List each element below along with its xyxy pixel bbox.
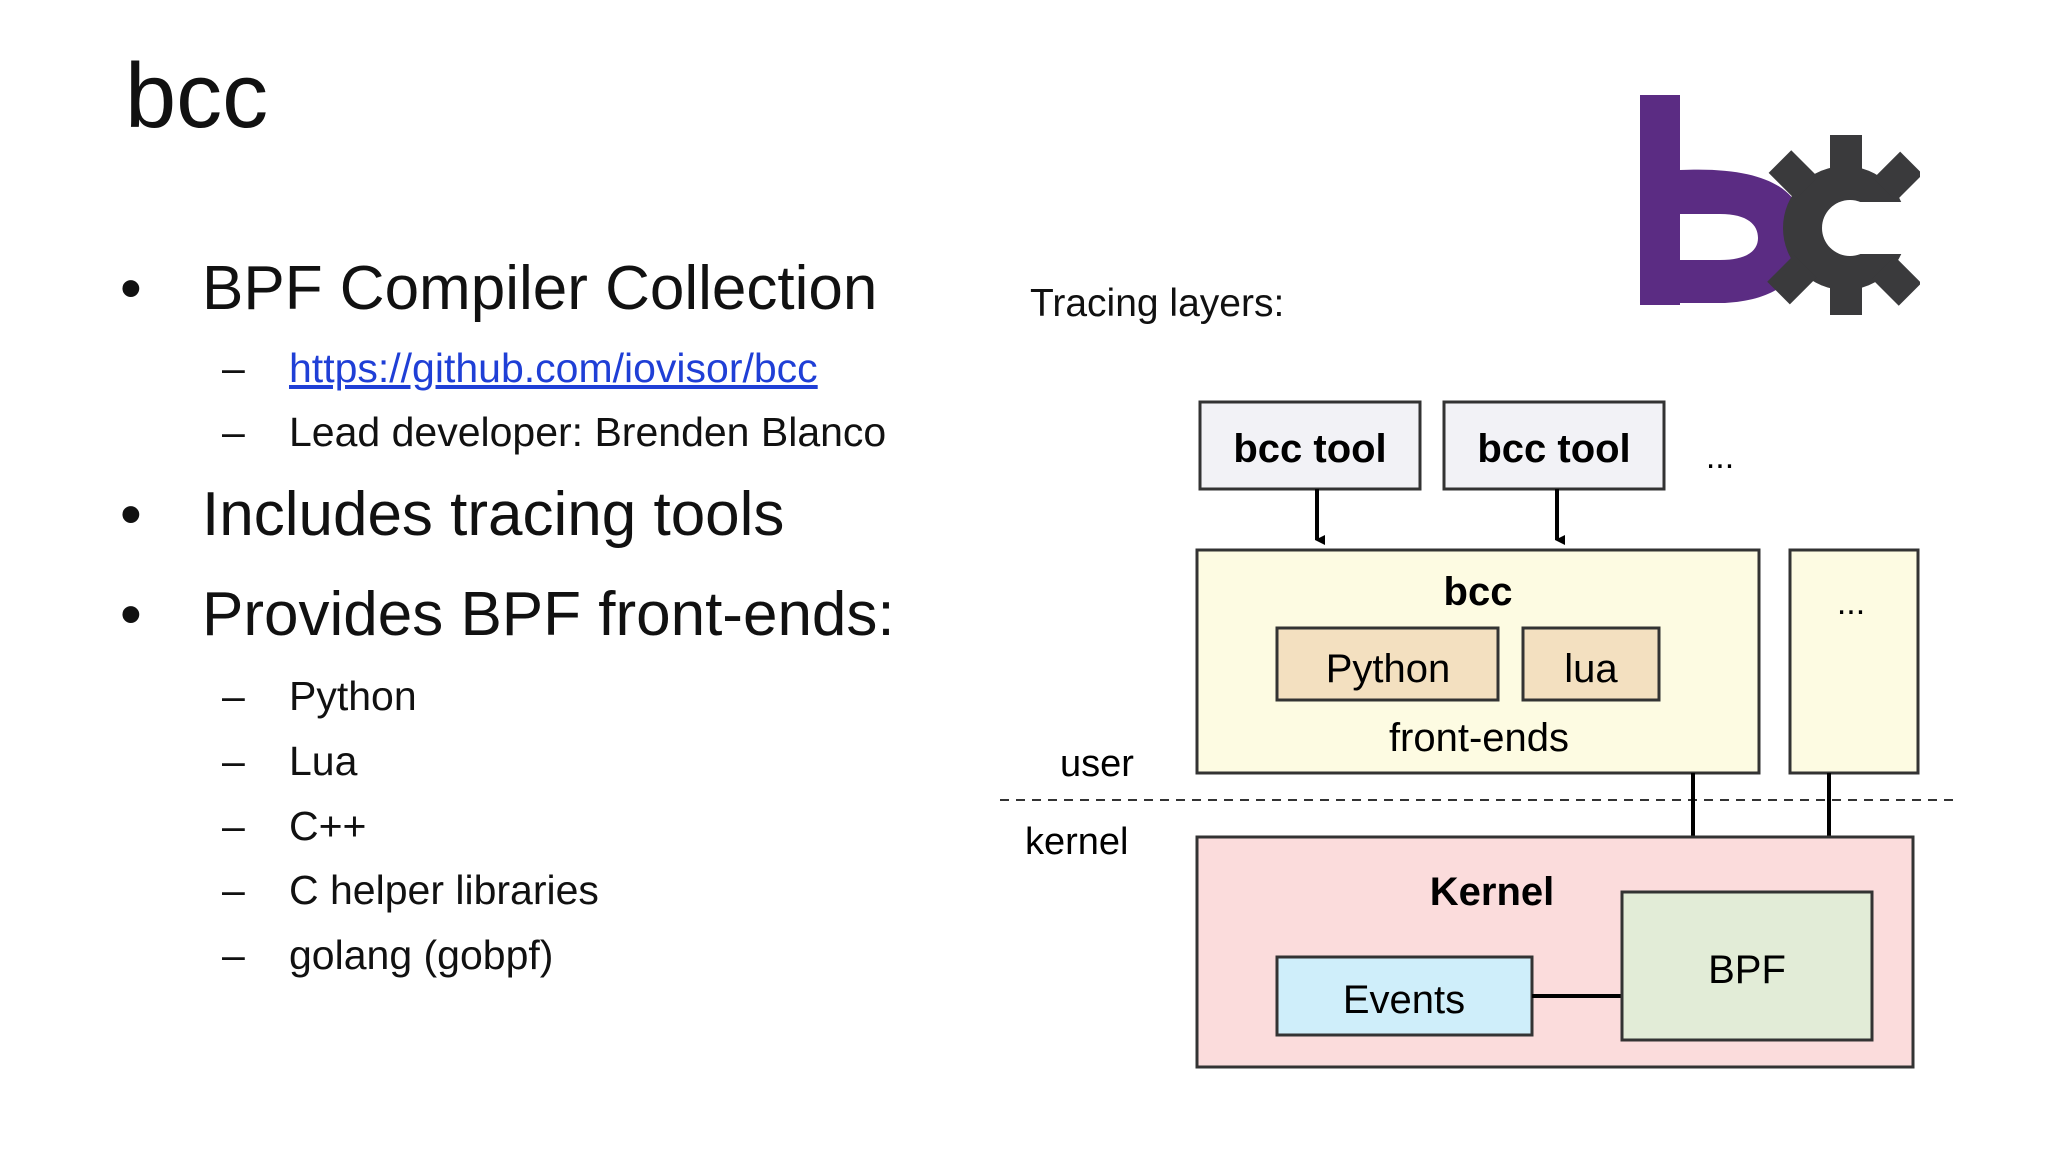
github-link[interactable]: https://github.com/iovisor/bcc xyxy=(289,345,818,391)
front-ends-label: front-ends xyxy=(1389,716,1569,760)
sub-bullet-marker: – xyxy=(222,673,245,719)
python-box xyxy=(1275,626,1500,702)
bullet-text: Includes tracing tools xyxy=(202,480,785,549)
sub-bullet-text: Lua xyxy=(289,738,358,784)
bcc-box-label: bcc xyxy=(1444,570,1513,614)
logo-b-stem xyxy=(1640,95,1680,305)
bcc-tool-label: bcc tool xyxy=(1477,427,1630,471)
lua-box xyxy=(1521,626,1661,702)
events-label: Events xyxy=(1343,978,1465,1022)
slide-title: bcc xyxy=(125,45,269,147)
other-frontend-box xyxy=(1788,548,1920,775)
sub-bullet-text: Python xyxy=(289,673,417,719)
diagram-heading: Tracing layers: xyxy=(1030,282,1284,325)
bcc-tool-label: bcc tool xyxy=(1233,427,1386,471)
kernel-label: kernel xyxy=(1025,821,1129,863)
bullet-marker: • xyxy=(120,254,142,323)
bcc-tool-box xyxy=(1442,400,1666,491)
logo-b-bowl xyxy=(1680,169,1805,303)
sub-bullet-marker: – xyxy=(222,932,245,978)
bullet-marker: • xyxy=(120,480,142,549)
sub-bullet-text: golang (gobpf) xyxy=(289,932,554,978)
bullet-text: BPF Compiler Collection xyxy=(202,254,878,323)
bpf-label: BPF xyxy=(1708,948,1786,992)
bullet-text: Provides BPF front-ends: xyxy=(202,580,895,649)
other-ellipsis: ... xyxy=(1837,584,1865,622)
sub-bullet-marker: – xyxy=(222,738,245,784)
sub-bullet-text: C++ xyxy=(289,803,367,849)
sub-bullet-marker: – xyxy=(222,867,245,913)
bcc-tool-box xyxy=(1198,400,1422,491)
bcc-logo-icon xyxy=(1640,95,1920,315)
sub-bullet-marker: – xyxy=(222,803,245,849)
sub-bullet-marker: – xyxy=(222,345,245,391)
sub-bullet-text: C helper libraries xyxy=(289,867,599,913)
kernel-box-label: Kernel xyxy=(1430,870,1555,914)
events-box xyxy=(1275,955,1534,1037)
tools-ellipsis: ... xyxy=(1706,438,1734,476)
sub-bullet-marker: – xyxy=(222,409,245,455)
python-label: Python xyxy=(1326,647,1451,691)
sub-bullet-text: Lead developer: Brenden Blanco xyxy=(289,409,887,455)
bpf-box xyxy=(1620,890,1874,1042)
bullet-marker: • xyxy=(120,580,142,649)
lua-label: lua xyxy=(1564,647,1618,691)
user-label: user xyxy=(1060,743,1134,785)
